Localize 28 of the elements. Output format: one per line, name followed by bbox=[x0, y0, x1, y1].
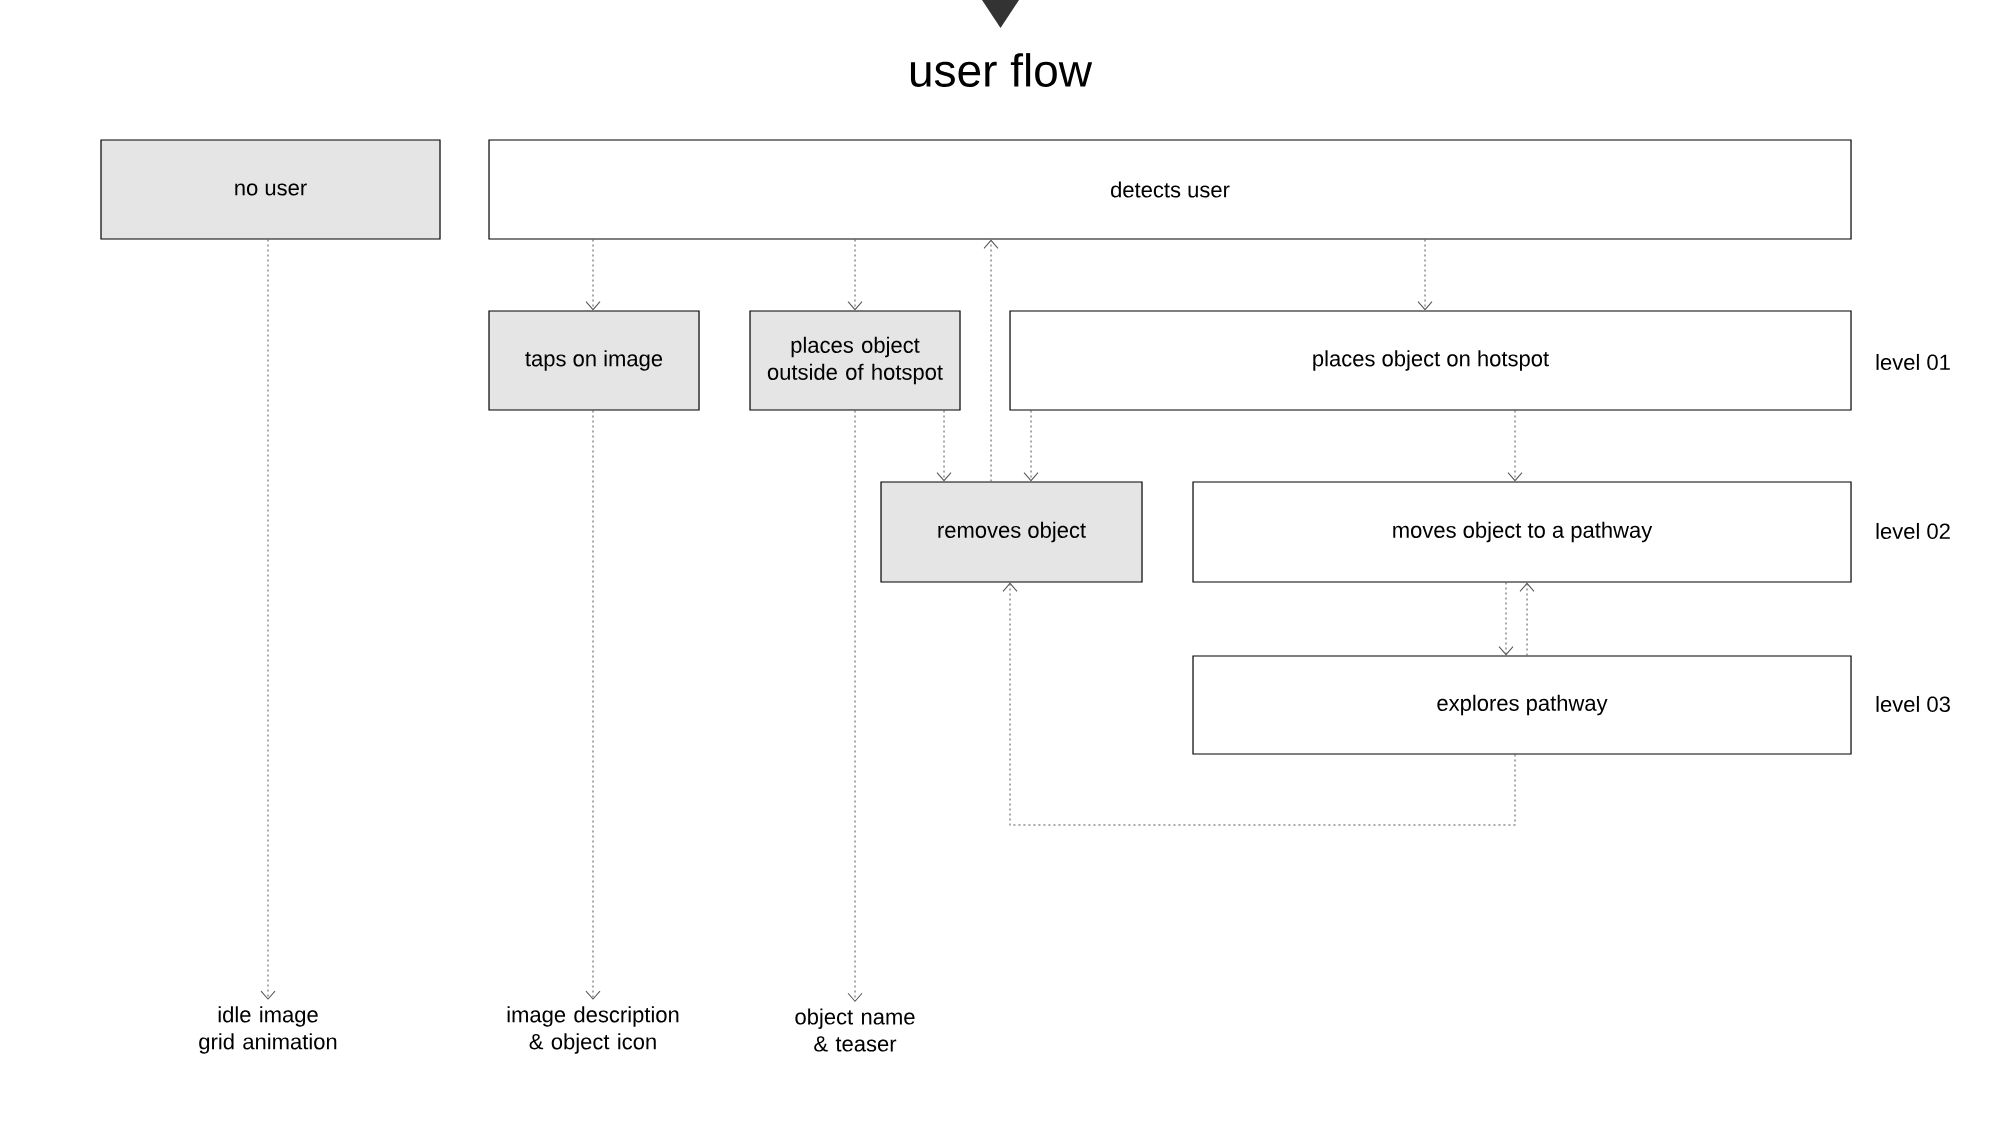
process-box: removes object bbox=[880, 481, 1143, 583]
process-box: explores pathway bbox=[1192, 655, 1852, 755]
level-label: level 03 bbox=[1876, 695, 1950, 713]
arrow bbox=[1023, 410, 1039, 482]
level-label: level 02 bbox=[1876, 522, 1950, 540]
outcome-text: object name & teaser bbox=[795, 1008, 915, 1052]
arrow bbox=[936, 410, 952, 482]
level-label: level 01 bbox=[1876, 353, 1950, 371]
process-box: no user bbox=[100, 139, 441, 240]
arrow bbox=[1498, 582, 1514, 656]
arrow bbox=[1519, 582, 1535, 656]
arrow bbox=[260, 239, 276, 1000]
arrow bbox=[1002, 582, 1516, 826]
title: user flow bbox=[910, 53, 1093, 87]
arrow bbox=[1417, 239, 1433, 311]
arrow bbox=[847, 410, 863, 1002]
outcome-text: idle image grid animation bbox=[199, 1006, 337, 1054]
arrow bbox=[585, 239, 601, 311]
arrow bbox=[983, 239, 999, 482]
arrow bbox=[585, 410, 601, 1000]
process-box: detects user bbox=[488, 139, 1852, 240]
outcome-text: image description & object icon bbox=[507, 1006, 679, 1054]
arrow bbox=[1507, 410, 1523, 482]
process-box: moves object to a pathway bbox=[1192, 481, 1852, 583]
process-box: taps on image bbox=[488, 310, 700, 411]
process-box: places object outside of hotspot bbox=[749, 310, 961, 411]
arrow bbox=[847, 239, 863, 311]
process-box: places object on hotspot bbox=[1009, 310, 1852, 411]
